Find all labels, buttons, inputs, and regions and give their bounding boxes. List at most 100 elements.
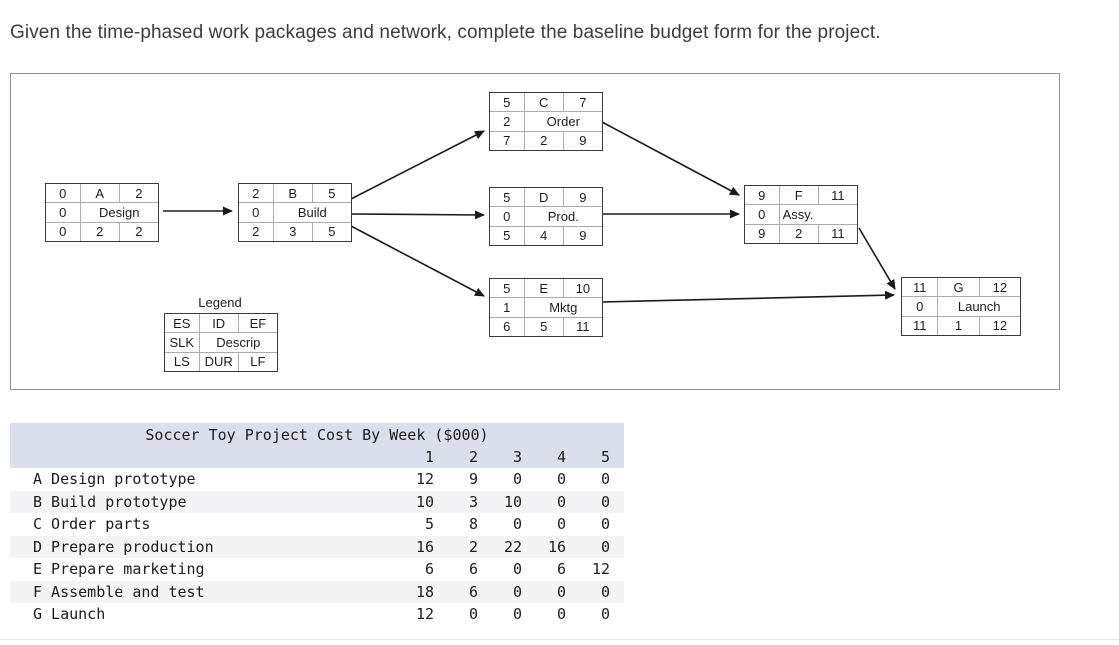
- legend-id: ID: [198, 314, 238, 333]
- node-lf: 9: [562, 226, 602, 245]
- activity-node-B: 2 B 5 0 Build 2 3 5: [238, 183, 352, 242]
- node-slack: 0: [59, 204, 67, 220]
- node-es: 5: [503, 280, 511, 296]
- week-header: 3: [512, 448, 522, 466]
- cost-cell: 6: [468, 582, 478, 601]
- cost-table-week-header: 1 2 3 4 5: [10, 447, 624, 468]
- node-ls: 11: [912, 318, 927, 334]
- node-ef: 12: [978, 278, 1020, 297]
- node-ls: 9: [758, 226, 766, 242]
- cost-cell: 0: [512, 470, 522, 488]
- node-ef: 10: [562, 279, 602, 298]
- week-header-spacer: [10, 447, 404, 468]
- cost-cell: 0: [556, 582, 566, 601]
- node-description: Prod.: [523, 207, 602, 226]
- node-ef: 9: [562, 188, 602, 207]
- edge-B-E: [350, 225, 485, 297]
- edge-B-D: [350, 210, 485, 220]
- node-ls: 6: [503, 319, 511, 335]
- activity-node-A: 0 A 2 0 Design 0 2 2: [45, 183, 159, 242]
- node-id: B: [272, 184, 312, 203]
- activity-label: E Prepare marketing: [33, 560, 205, 578]
- node-ls: 2: [252, 224, 260, 240]
- cost-cell: 12: [415, 605, 434, 623]
- node-slack: 0: [503, 208, 511, 224]
- activity-label: B Build prototype: [33, 492, 187, 511]
- cost-cell: 0: [512, 582, 522, 601]
- question-title: Given the time-phased work packages and …: [10, 22, 881, 43]
- cost-cell: 16: [415, 537, 434, 556]
- legend-dur: DUR: [198, 352, 238, 371]
- cost-cell: 6: [424, 560, 434, 578]
- legend-ls: LS: [173, 354, 190, 370]
- node-dur: 5: [523, 317, 563, 336]
- node-es: 9: [758, 187, 766, 203]
- cost-cell: 12: [415, 470, 434, 488]
- node-description: Assy.: [778, 205, 857, 224]
- activity-node-F: 9 F 11 0 Assy. 9 2 11: [744, 185, 858, 244]
- legend-descrip: Descrip: [198, 333, 277, 352]
- table-row-C: C Order parts 5 8 0 0 0: [10, 513, 624, 536]
- node-description: Build: [272, 203, 351, 222]
- node-description: Launch: [937, 297, 1020, 316]
- node-lf: 11: [817, 224, 857, 243]
- cost-cell: 6: [556, 560, 566, 578]
- network-edges: [163, 121, 896, 303]
- cost-cell: 0: [600, 537, 610, 556]
- activity-node-C: 5 C 7 2 Order 7 2 9: [489, 92, 603, 151]
- legend-lf: LF: [237, 352, 277, 371]
- table-row-B: B Build prototype 10 3 10 0 0: [10, 490, 624, 513]
- node-ef: 2: [118, 184, 158, 203]
- edge-C-F: [601, 121, 740, 196]
- cost-table: Soccer Toy Project Cost By Week ($000) 1…: [10, 423, 624, 626]
- node-id: G: [937, 278, 978, 297]
- activity-node-E: 5 E 10 1 Mktg 6 5 11: [489, 278, 603, 337]
- cost-cell: 10: [503, 492, 522, 511]
- node-description: Design: [79, 203, 158, 222]
- node-slack: 0: [916, 298, 924, 314]
- node-lf: 12: [978, 316, 1020, 335]
- node-slack: 2: [503, 113, 511, 129]
- activity-label: C Order parts: [33, 515, 151, 533]
- node-es: 11: [912, 279, 927, 295]
- activity-label: D Prepare production: [33, 537, 214, 556]
- edge-B-C: [350, 130, 485, 200]
- table-row-F: F Assemble and test 18 6 0 0 0: [10, 580, 624, 603]
- activity-label: F Assemble and test: [33, 582, 205, 601]
- table-row-G: G Launch 12 0 0 0 0: [10, 603, 624, 626]
- cost-cell: 0: [556, 492, 566, 511]
- cost-cell: 0: [600, 470, 610, 488]
- cost-cell: 0: [600, 515, 610, 533]
- cost-cell: 18: [415, 582, 434, 601]
- node-dur: 4: [523, 226, 563, 245]
- cost-cell: 0: [512, 515, 522, 533]
- node-slack: 0: [758, 206, 766, 222]
- network-diagram-panel: 0 A 2 0 Design 0 2 2 2 B 5 0 Build 2 3 5: [10, 73, 1060, 390]
- week-header: 1: [424, 448, 434, 466]
- node-lf: 2: [118, 222, 158, 241]
- node-id: F: [778, 186, 818, 205]
- cost-cell: 0: [512, 605, 522, 623]
- node-slack: 0: [252, 204, 260, 220]
- node-description: Mktg: [523, 298, 602, 317]
- table-row-A: A Design prototype 12 9 0 0 0: [10, 468, 624, 491]
- week-header: 2: [468, 448, 478, 466]
- cost-cell: 8: [468, 515, 478, 533]
- node-id: A: [79, 184, 119, 203]
- node-id: C: [523, 93, 563, 112]
- cost-cell: 3: [468, 492, 478, 511]
- table-row-D: D Prepare production 16 2 22 16 0: [10, 535, 624, 558]
- legend-ef: EF: [237, 314, 277, 333]
- node-es: 0: [59, 185, 67, 201]
- node-dur: 1: [937, 316, 978, 335]
- node-dur: 2: [778, 224, 818, 243]
- activity-label: G Launch: [33, 605, 106, 623]
- cost-cell: 22: [503, 537, 522, 556]
- node-lf: 5: [311, 222, 351, 241]
- cost-table-title: Soccer Toy Project Cost By Week ($000): [10, 423, 624, 447]
- node-dur: 2: [523, 131, 563, 150]
- cost-cell: 9: [468, 470, 478, 488]
- node-es: 5: [503, 189, 511, 205]
- node-lf: 11: [562, 317, 602, 336]
- table-row-E: E Prepare marketing 6 6 0 6 12: [10, 558, 624, 581]
